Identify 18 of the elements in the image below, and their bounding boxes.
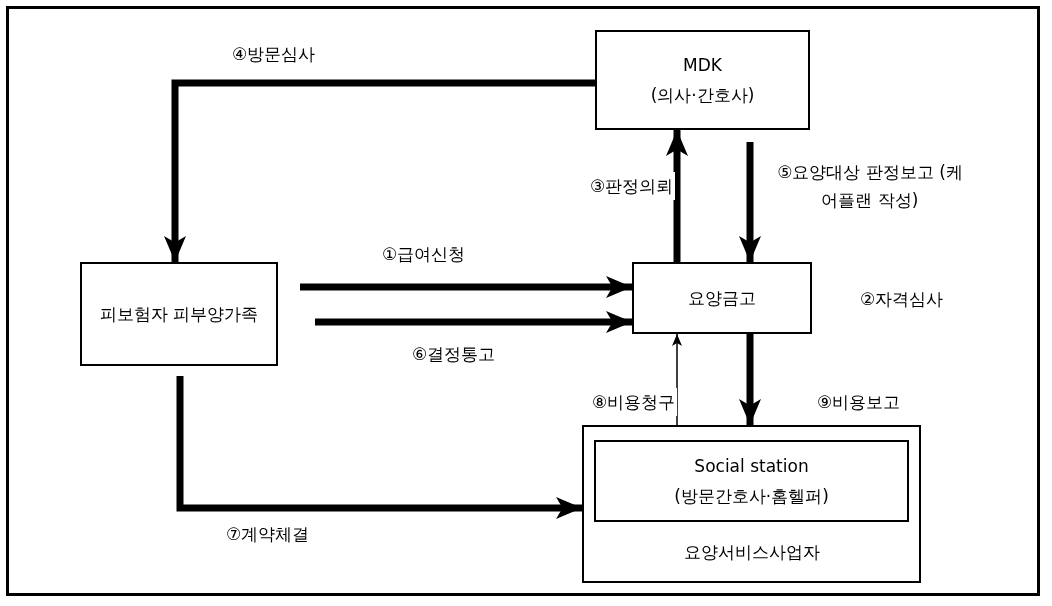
- box-text: 피보험자 피부양가족: [99, 303, 259, 326]
- process-box: [595, 30, 810, 130]
- provider-box: [582, 425, 921, 583]
- box-text: Social station: [694, 455, 809, 478]
- arrow: [672, 333, 682, 426]
- edge-label: ⑧비용청구: [590, 388, 678, 416]
- arrow: [164, 79, 595, 262]
- arrow: [739, 334, 761, 425]
- box-text: (의사·간호사): [650, 84, 755, 107]
- process-box: [80, 262, 278, 366]
- box-text: 요양서비스사업자: [683, 541, 820, 564]
- process-box: [632, 262, 812, 334]
- process-box: [594, 440, 909, 522]
- box-text: (방문간호사·홈헬퍼): [674, 485, 829, 508]
- edge-label: ③판정의뢰: [588, 172, 676, 200]
- box-text: MDK: [683, 54, 722, 77]
- arrow: [666, 130, 688, 262]
- box-text: 요양금고: [688, 287, 756, 310]
